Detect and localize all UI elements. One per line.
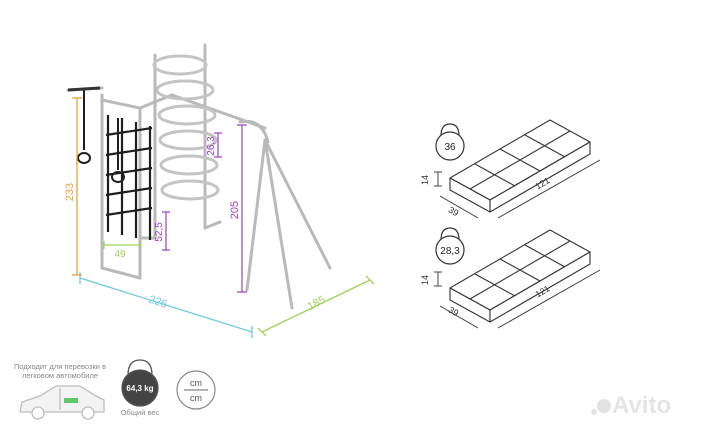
depth-label: 185 <box>306 294 328 313</box>
rope-net <box>105 115 153 240</box>
bar-width-dimension <box>103 241 141 249</box>
package-1-dims <box>434 159 601 219</box>
height-label: 233 <box>64 183 76 201</box>
package-box-2 <box>449 229 591 323</box>
step-label: 26,3 <box>206 136 217 156</box>
package-1-width: 39 <box>447 205 461 219</box>
package-box-1 <box>449 119 591 213</box>
units-icon <box>176 370 216 410</box>
width-label: 226 <box>147 294 168 311</box>
unit-top: cm <box>190 378 202 388</box>
swing-height-label: 205 <box>229 201 241 219</box>
package-1-height: 14 <box>420 175 430 185</box>
package-2-width: 39 <box>447 305 461 319</box>
step-dimension <box>214 132 222 158</box>
unit-bottom: cm <box>190 393 202 403</box>
depth-dimension <box>257 275 375 337</box>
avito-watermark: Avito <box>612 392 672 419</box>
transport-note: Подходит для перевозки в легковом автомо… <box>14 362 106 380</box>
package-2-height: 14 <box>420 275 430 285</box>
total-weight-icon <box>121 359 159 407</box>
swing-height-dimension <box>237 124 247 293</box>
package-2-weight: 28,3 <box>440 246 460 257</box>
total-weight-caption: Общий вес <box>120 408 160 417</box>
total-weight-value: 64,3 kg <box>126 384 153 393</box>
car-cargo-icon <box>64 398 78 403</box>
gym-rings <box>77 90 125 183</box>
kettlebell-icon <box>435 123 465 161</box>
kettlebell-icon <box>435 227 465 265</box>
package-2-dims <box>434 269 601 329</box>
trapeze-bar <box>67 86 101 92</box>
bar-width-label: 49 <box>114 249 126 260</box>
width-dimension <box>79 272 253 338</box>
spiral-ladder <box>152 54 220 201</box>
car-icon <box>19 385 105 420</box>
playground-frame <box>66 43 332 310</box>
net-segment-label: 52,5 <box>154 222 165 242</box>
avito-logo-icon <box>591 399 611 415</box>
package-1-weight: 36 <box>444 142 456 153</box>
net-segment-dimension <box>162 211 170 251</box>
